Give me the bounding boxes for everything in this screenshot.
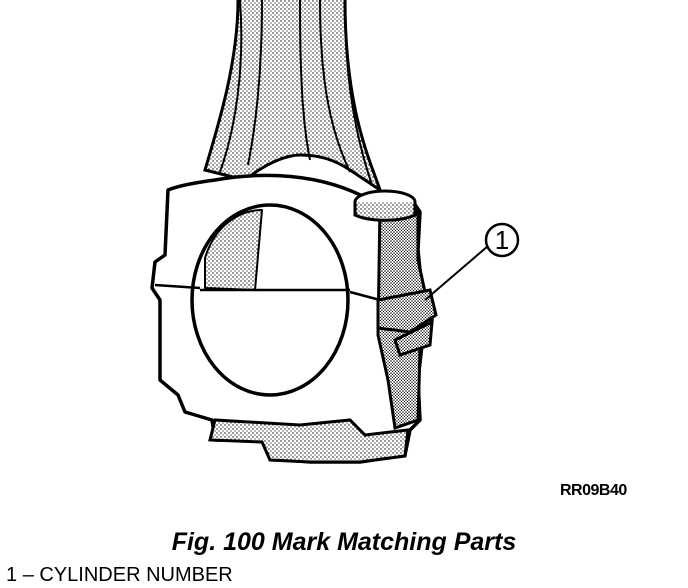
big-end-body xyxy=(150,173,434,464)
callout-circle xyxy=(484,222,520,258)
figure-caption: Fig. 100 Mark Matching Parts xyxy=(171,528,517,556)
cap-side-shading xyxy=(208,203,438,464)
legend-item: 1 – CYLINDER NUMBER xyxy=(6,564,233,587)
rod-beam xyxy=(203,0,383,194)
figure-code: RR09B40 xyxy=(560,482,627,499)
bolt-head xyxy=(353,189,417,222)
leader-line xyxy=(424,245,489,301)
callout-1: 1 xyxy=(424,222,520,301)
legend-separator: – xyxy=(22,564,34,586)
connecting-rod-illustration: 1 xyxy=(150,0,520,464)
legend-number: 1 xyxy=(6,564,18,586)
legend-text: CYLINDER NUMBER xyxy=(39,564,233,586)
legend: 1 – CYLINDER NUMBER xyxy=(6,564,233,587)
callout-number: 1 xyxy=(495,225,509,255)
